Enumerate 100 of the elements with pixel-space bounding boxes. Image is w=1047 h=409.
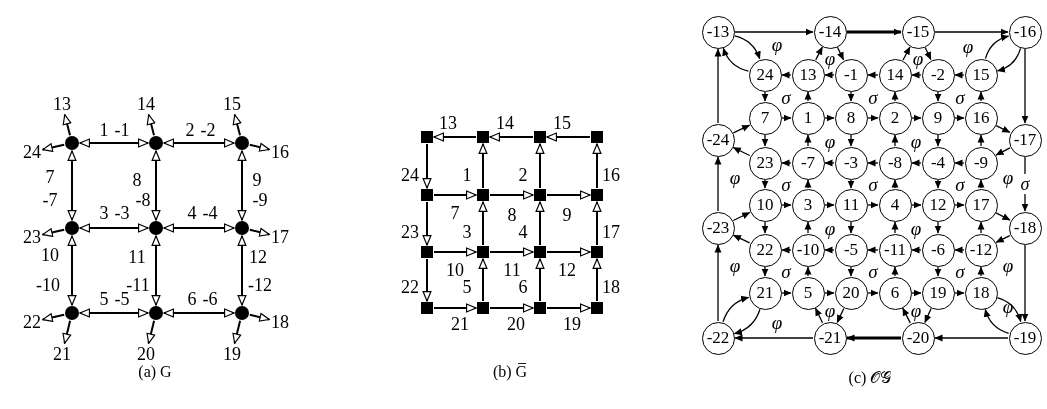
vertex-dot xyxy=(65,306,79,320)
circle-node: -13 xyxy=(701,15,735,49)
vertex-dot xyxy=(149,136,163,150)
arrow xyxy=(934,221,942,234)
arrow xyxy=(62,319,72,345)
arrow xyxy=(41,313,66,322)
dart-number: -10 xyxy=(36,276,60,294)
arrow xyxy=(804,266,812,277)
circle-node: 18 xyxy=(964,276,998,310)
arrow xyxy=(977,134,985,147)
circle-node: -19 xyxy=(1008,321,1042,355)
vertex-dot xyxy=(65,221,79,235)
dart-number: 1 xyxy=(99,121,109,139)
arrow xyxy=(535,143,545,189)
arrow xyxy=(433,303,477,313)
circle-node: -20 xyxy=(901,321,935,355)
arrow xyxy=(815,46,823,61)
arrow xyxy=(847,221,855,234)
sigma-label: σ xyxy=(868,87,878,107)
arrow xyxy=(934,28,1009,36)
dart-number: -3 xyxy=(114,204,130,222)
arrow xyxy=(995,234,1011,244)
circle-node: 19 xyxy=(921,276,955,310)
arrow xyxy=(546,247,591,257)
arrow xyxy=(62,113,72,137)
arrow xyxy=(422,258,432,302)
arrow xyxy=(934,334,1009,342)
arrow xyxy=(67,150,77,221)
dart-number: 6 xyxy=(187,290,197,308)
arrow xyxy=(781,71,792,79)
dart-number: 23 xyxy=(401,223,419,241)
arrow xyxy=(41,143,66,152)
arrow xyxy=(847,134,855,147)
arrow xyxy=(995,124,1011,134)
circle-node: -15 xyxy=(901,15,935,49)
arrow xyxy=(781,201,792,209)
phi-label: φ xyxy=(729,255,741,275)
dart-number: 19 xyxy=(563,315,581,333)
vertex-dot xyxy=(235,136,249,150)
arrow xyxy=(902,307,911,324)
dart-number: 1 xyxy=(462,166,472,184)
circle-node: -17 xyxy=(1008,123,1042,157)
arrow xyxy=(761,91,769,102)
dart-number: 7 xyxy=(45,168,55,186)
vertex-square xyxy=(534,189,546,201)
vertex-square xyxy=(421,131,433,143)
vertex-dot xyxy=(235,221,249,235)
arrow xyxy=(954,246,965,254)
arrow xyxy=(1021,156,1029,212)
arrow xyxy=(761,221,769,234)
phi-label: φ xyxy=(962,36,974,56)
arrow xyxy=(891,221,899,234)
vertex-dot xyxy=(149,306,163,320)
phi-label: φ xyxy=(824,48,836,68)
circle-node: 14 xyxy=(878,58,912,92)
arrow xyxy=(232,319,242,345)
phi-label: φ xyxy=(912,48,924,68)
circle-node: -16 xyxy=(1008,15,1042,49)
dart-number: 11 xyxy=(503,261,521,279)
arrow xyxy=(489,303,534,313)
arrow xyxy=(867,201,879,209)
dart-number: 22 xyxy=(401,278,419,296)
arrow xyxy=(867,71,879,79)
sigma-label: σ xyxy=(781,87,791,107)
dart-number: 20 xyxy=(507,315,525,333)
arrow xyxy=(911,289,922,297)
arrow xyxy=(824,159,835,167)
dart-number: 8 xyxy=(132,171,142,189)
arrow xyxy=(995,147,1011,156)
arrow xyxy=(924,307,932,324)
arrow xyxy=(151,150,161,221)
dart-number: 5 xyxy=(462,278,472,296)
dart-number: 21 xyxy=(50,344,74,364)
arrow xyxy=(732,211,751,222)
panel-caption: (b) G̅ xyxy=(492,364,528,380)
dart-number: 20 xyxy=(134,344,158,364)
arrow xyxy=(761,266,769,277)
arrow xyxy=(934,134,942,147)
sigma-label: σ xyxy=(781,261,791,281)
arrow xyxy=(732,146,751,157)
circle-node: 16 xyxy=(964,101,998,135)
arrow xyxy=(847,266,855,277)
phi-label: φ xyxy=(910,131,922,151)
arrow xyxy=(781,246,792,254)
arrow xyxy=(163,223,235,233)
sigma-label: σ xyxy=(955,261,965,281)
phi-label: φ xyxy=(729,167,741,187)
dart-number: -4 xyxy=(202,204,218,222)
sigma-label: σ xyxy=(868,261,878,281)
arrow xyxy=(761,179,769,189)
arrow xyxy=(891,266,899,277)
circle-node: 20 xyxy=(834,276,868,310)
dart-number: 3 xyxy=(462,223,472,241)
dart-number: 14 xyxy=(496,114,514,132)
arrow xyxy=(79,308,149,318)
arrow xyxy=(422,201,432,246)
edge-label: σ xyxy=(1019,174,1031,194)
arrow xyxy=(824,246,835,254)
arrow xyxy=(911,159,922,167)
dart-number: 11 xyxy=(128,248,146,266)
